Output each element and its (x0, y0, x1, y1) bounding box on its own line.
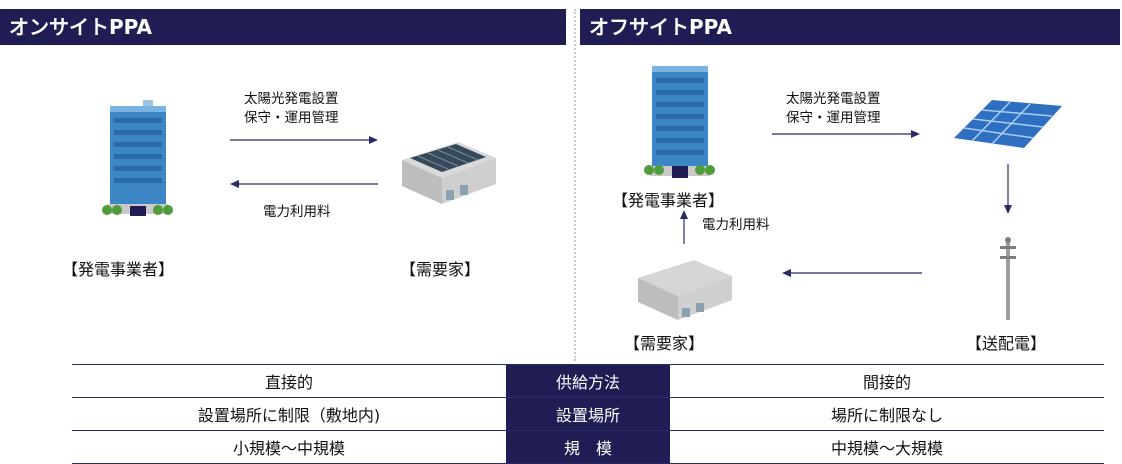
offsite-building-icon (644, 66, 715, 178)
onsite-cell: 小規模～中規模 (72, 430, 506, 464)
table-row: 設置場所に制限（敷地内) 設置場所 場所に制限なし (72, 397, 1104, 431)
office-building-icon (102, 100, 173, 216)
transmission-pole-icon (1000, 237, 1016, 320)
onsite-service-label-line1: 太陽光発電設置 (244, 91, 339, 107)
onsite-service-label-line2: 保守・運用管理 (244, 110, 339, 126)
offsite-title: オフサイトPPA (589, 15, 732, 39)
row-header-cell: 供給方法 (506, 364, 670, 398)
table-row: 直接的 供給方法 間接的 (72, 364, 1104, 398)
row-header-cell: 設置場所 (506, 397, 670, 431)
onsite-header: オンサイトPPA (0, 9, 566, 45)
onsite-fee-label: 電力利用料 (263, 204, 331, 220)
offsite-consumer-label: 【需要家】 (624, 334, 705, 353)
onsite-consumer-label: 【需要家】 (400, 260, 481, 279)
comparison-table: 直接的 供給方法 間接的 設置場所に制限（敷地内) 設置場所 場所に制限なし 小… (72, 364, 1104, 464)
offsite-arrows (680, 130, 1012, 277)
onsite-title: オンサイトPPA (9, 15, 152, 39)
onsite-service-label: 太陽光発電設置 保守・運用管理 (244, 90, 339, 128)
onsite-arrows (230, 136, 378, 188)
offsite-grid-label: 【送配電】 (966, 334, 1047, 353)
offsite-header: オフサイトPPA (580, 9, 1120, 45)
solar-panel-icon (954, 100, 1062, 148)
onsite-cell: 設置場所に制限（敷地内) (72, 397, 506, 431)
offsite-fee-label: 電力利用料 (702, 217, 770, 233)
offsite-factory-icon (638, 260, 732, 320)
table-row: 小規模～中規模 規 模 中規模～大規模 (72, 430, 1104, 464)
offsite-cell: 場所に制限なし (670, 397, 1104, 431)
offsite-service-label-line1: 太陽光発電設置 (786, 91, 881, 107)
offsite-service-label: 太陽光発電設置 保守・運用管理 (786, 90, 881, 128)
onsite-generator-label: 【発電事業者】 (62, 260, 175, 279)
onsite-cell: 直接的 (72, 364, 506, 398)
row-header-cell: 規 模 (506, 430, 670, 464)
panel-divider (574, 9, 576, 361)
offsite-generator-label: 【発電事業者】 (612, 191, 725, 210)
offsite-cell: 間接的 (670, 364, 1104, 398)
offsite-service-label-line2: 保守・運用管理 (786, 110, 881, 126)
offsite-cell: 中規模～大規模 (670, 430, 1104, 464)
factory-with-solar-icon (402, 142, 496, 204)
